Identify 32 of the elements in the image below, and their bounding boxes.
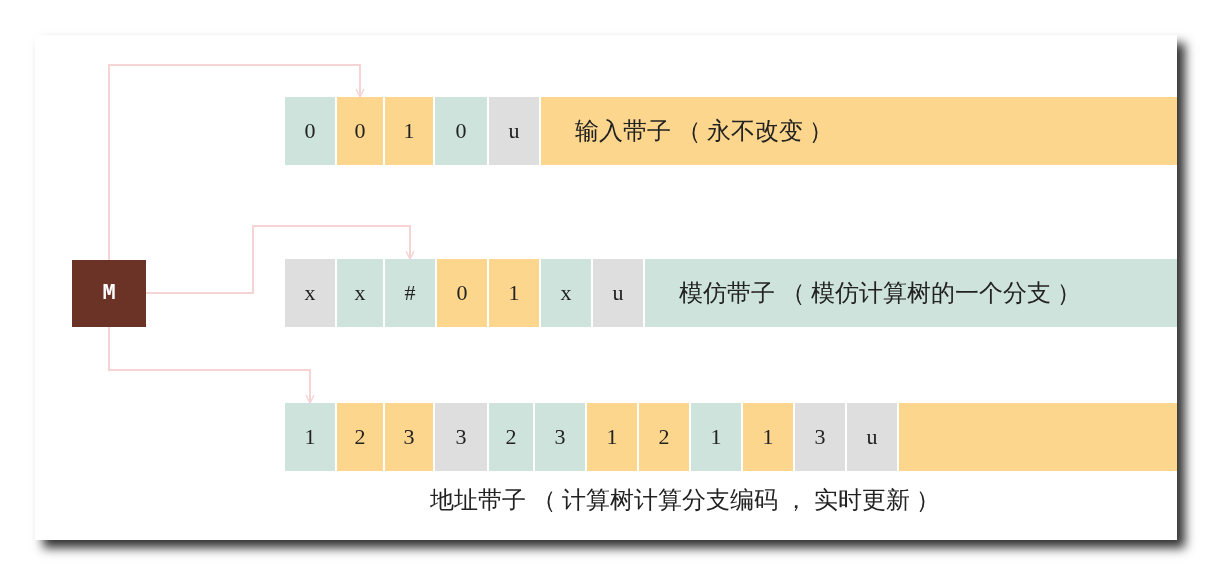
tape-cell: 0 — [337, 97, 383, 165]
arrow — [108, 64, 365, 261]
tape-cell: x — [541, 259, 591, 327]
tape-cell: 2 — [337, 403, 383, 471]
tape-cell: 0 — [437, 259, 487, 327]
tape-cell: 2 — [639, 403, 689, 471]
tape-cell: 1 — [285, 403, 335, 471]
tape-cell: 0 — [285, 97, 335, 165]
tape-cell: 1 — [385, 97, 433, 165]
tape-cell: x — [337, 259, 383, 327]
tape-cell: u — [847, 403, 897, 471]
tape-cell: 0 — [435, 97, 487, 165]
tape-cell: 3 — [385, 403, 433, 471]
arrow — [108, 326, 315, 404]
tape-cell: 3 — [795, 403, 845, 471]
machine-box: M — [72, 260, 146, 327]
tape-cell: 1 — [489, 259, 539, 327]
tape-cell: 2 — [489, 403, 533, 471]
tape-cell: u — [593, 259, 643, 327]
tape-cell: 1 — [587, 403, 637, 471]
tape-cell: u — [489, 97, 539, 165]
tape-cell: 3 — [535, 403, 585, 471]
tape-bar: 输入带子 （ 永不改变 ） — [541, 97, 1177, 165]
tape-caption: 地址带子 （ 计算树计算分支编码 ， 实时更新 ） — [430, 486, 940, 515]
tape-cell: 3 — [435, 403, 487, 471]
tape-cell: # — [385, 259, 435, 327]
arrow — [145, 225, 415, 294]
tape-cell: 1 — [691, 403, 741, 471]
tape-cell: x — [285, 259, 335, 327]
tape-cell: 1 — [743, 403, 793, 471]
tape-bar: 模仿带子 （ 模仿计算树的一个分支 ） — [645, 259, 1177, 327]
tape-bar — [899, 403, 1177, 471]
